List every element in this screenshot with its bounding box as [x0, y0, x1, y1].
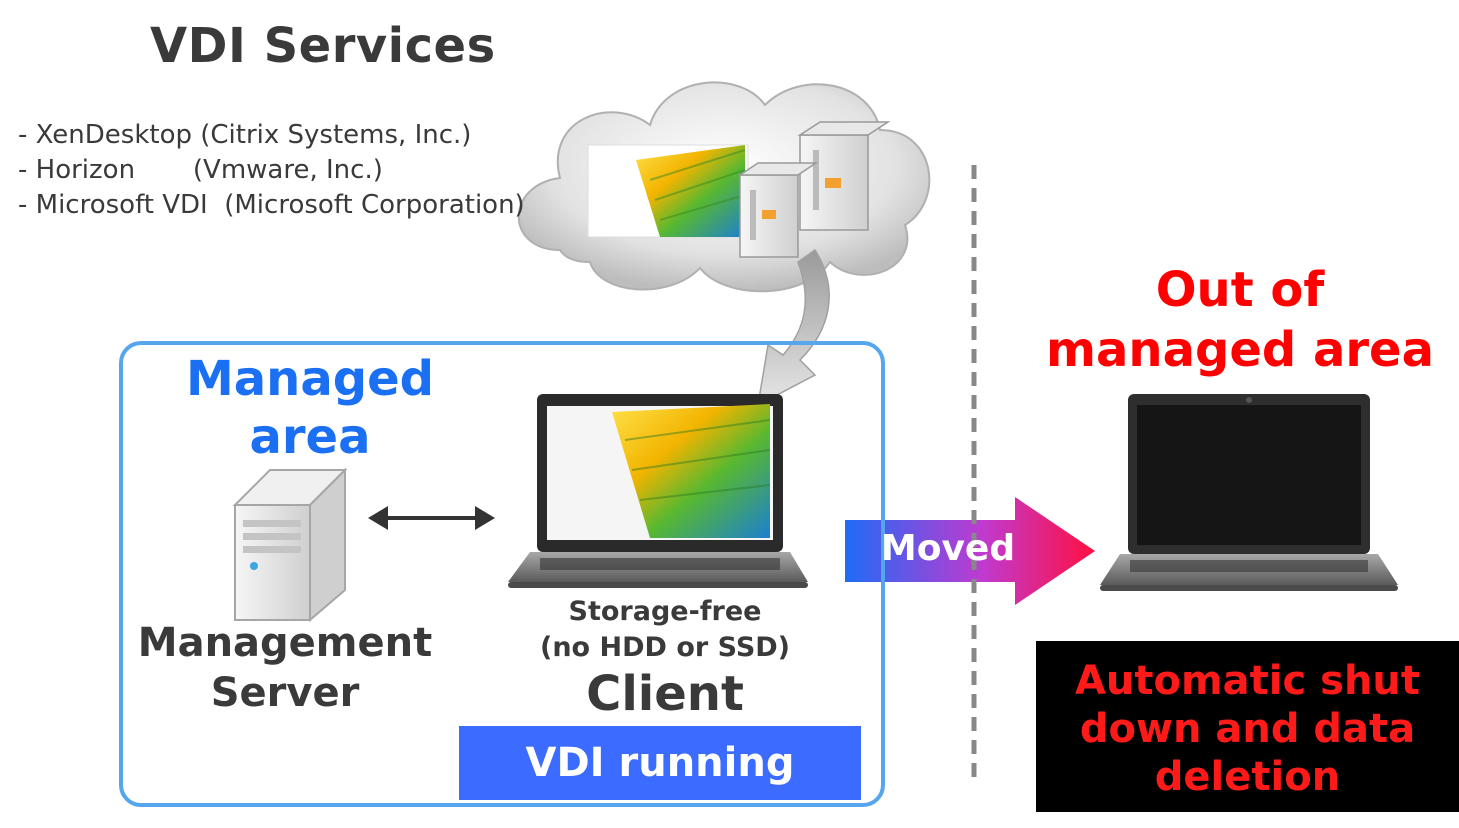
moved-label: Moved: [880, 528, 1016, 569]
out-area-label-line: Out of: [1155, 262, 1325, 318]
server-label-line: Server: [210, 670, 360, 716]
auto-shutdown-notice: Automatic shut down and data deletion: [1036, 641, 1459, 812]
cloud-server-icon: [737, 121, 891, 258]
notice-line: down and data: [1079, 706, 1416, 752]
virtual-desktop-image: [587, 144, 749, 238]
out-of-managed-area-label: Out of managed area: [1030, 260, 1450, 380]
offline-laptop-icon: [1100, 394, 1398, 591]
notice-line: deletion: [1154, 754, 1341, 800]
page-title: VDI Services: [150, 18, 496, 74]
client-laptop-icon: [508, 394, 808, 588]
storage-note-line: Storage-free: [568, 596, 762, 627]
managed-area-label: Managed area: [160, 350, 460, 466]
service-item: - Horizon (Vmware, Inc.): [18, 155, 383, 185]
service-item: - Microsoft VDI (Microsoft Corporation): [18, 190, 525, 220]
out-area-label-line: managed area: [1046, 322, 1434, 378]
storage-note-line: (no HDD or SSD): [539, 632, 791, 663]
moved-arrow-icon: [845, 497, 1095, 605]
management-server-icon: [232, 467, 348, 623]
storage-free-note: Storage-free (no HDD or SSD): [510, 594, 820, 666]
management-server-label: Management Server: [130, 618, 440, 718]
vdi-running-badge: VDI running: [459, 726, 861, 800]
managed-area-box: [119, 341, 885, 807]
sync-double-arrow-icon: [368, 506, 495, 530]
notice-line: Automatic shut: [1074, 658, 1421, 704]
managed-label-line: area: [249, 409, 371, 465]
managed-label-line: Managed: [186, 351, 434, 407]
service-item: - XenDesktop (Citrix Systems, Inc.): [18, 120, 472, 150]
server-label-line: Management: [137, 620, 433, 666]
client-label: Client: [586, 666, 744, 722]
